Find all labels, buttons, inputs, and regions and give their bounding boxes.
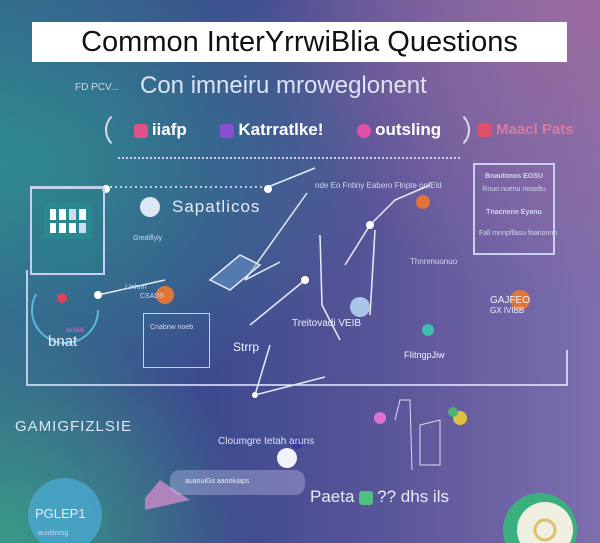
circle-label: PGLEP1 [35,506,86,521]
info-box-line: Rnuo nuenu moadtu [482,186,546,193]
node-label: LInhnn [125,284,147,291]
heading-caption: Grediflyly [133,235,163,242]
subtitle: Con imneiru mroweglonent [140,72,427,99]
diagram-heading: Sapatlicos [172,197,261,216]
person-icon [357,123,372,138]
subtitle-prefix: FD PCV... [75,82,120,93]
row-text: Paeta [310,487,355,506]
info-box-footer: Fall mnnpfllasu foanonnn [479,230,558,237]
node-label: bnat [48,333,78,350]
topic-pill: iiafp Katrratlke! outsling [105,110,470,150]
grid-panel [30,187,105,275]
heart-icon [133,123,148,138]
pill-item: outsling [357,120,441,140]
info-box-label: Tnacnene Eyanu [486,209,542,216]
info-box: Bnautimos EOSU Rnuo nuenu moadtu Tnacnen… [473,163,558,255]
node-label: GAJFEO [490,295,531,306]
bottom-caption: Cloumgre tetah aruns [218,436,315,447]
text-box: Cnabnw noeb [143,313,210,368]
grid-icon [43,203,92,239]
chat-icon [478,123,492,138]
node-label: CSADS [140,293,165,300]
bird-icon [220,123,235,138]
title-banner: Common InterYrrwiBlia Questions [32,22,567,62]
node-label: aoaa [66,325,84,334]
bottom-left-label: GAMIGFIZLSIE [15,418,133,435]
bottom-row: Paeta ?? dhs ils [310,487,449,507]
row-text-2: ?? dhs ils [377,487,449,506]
pill-item: Katrratlke! [220,120,323,140]
top-caption: nde Eo Fntiny Eabero Flnpte onfEld [315,181,442,190]
mid-label: Thnnmuonuo [410,257,458,266]
note-icon [359,490,374,505]
info-box-title: Bnautimos EOSU [485,173,543,180]
circle-sub: auuitinrsg [38,530,69,537]
page-title: Common InterYrrwiBlia Questions [81,25,518,58]
pill-side: Maacl Pats [478,121,574,138]
node-label: GX IVIBB [490,306,525,315]
divider [118,157,460,159]
text-box-text: Cnabnw noeb [150,324,194,331]
node-label: FIitngpJiw [404,350,445,360]
node-label: Strrp [233,340,260,354]
pill-item: iiafp [133,120,187,140]
bottom-bar: auanuiGs aaooiuaps [170,470,305,495]
node-label: Treitovadi VEIB [292,318,362,329]
